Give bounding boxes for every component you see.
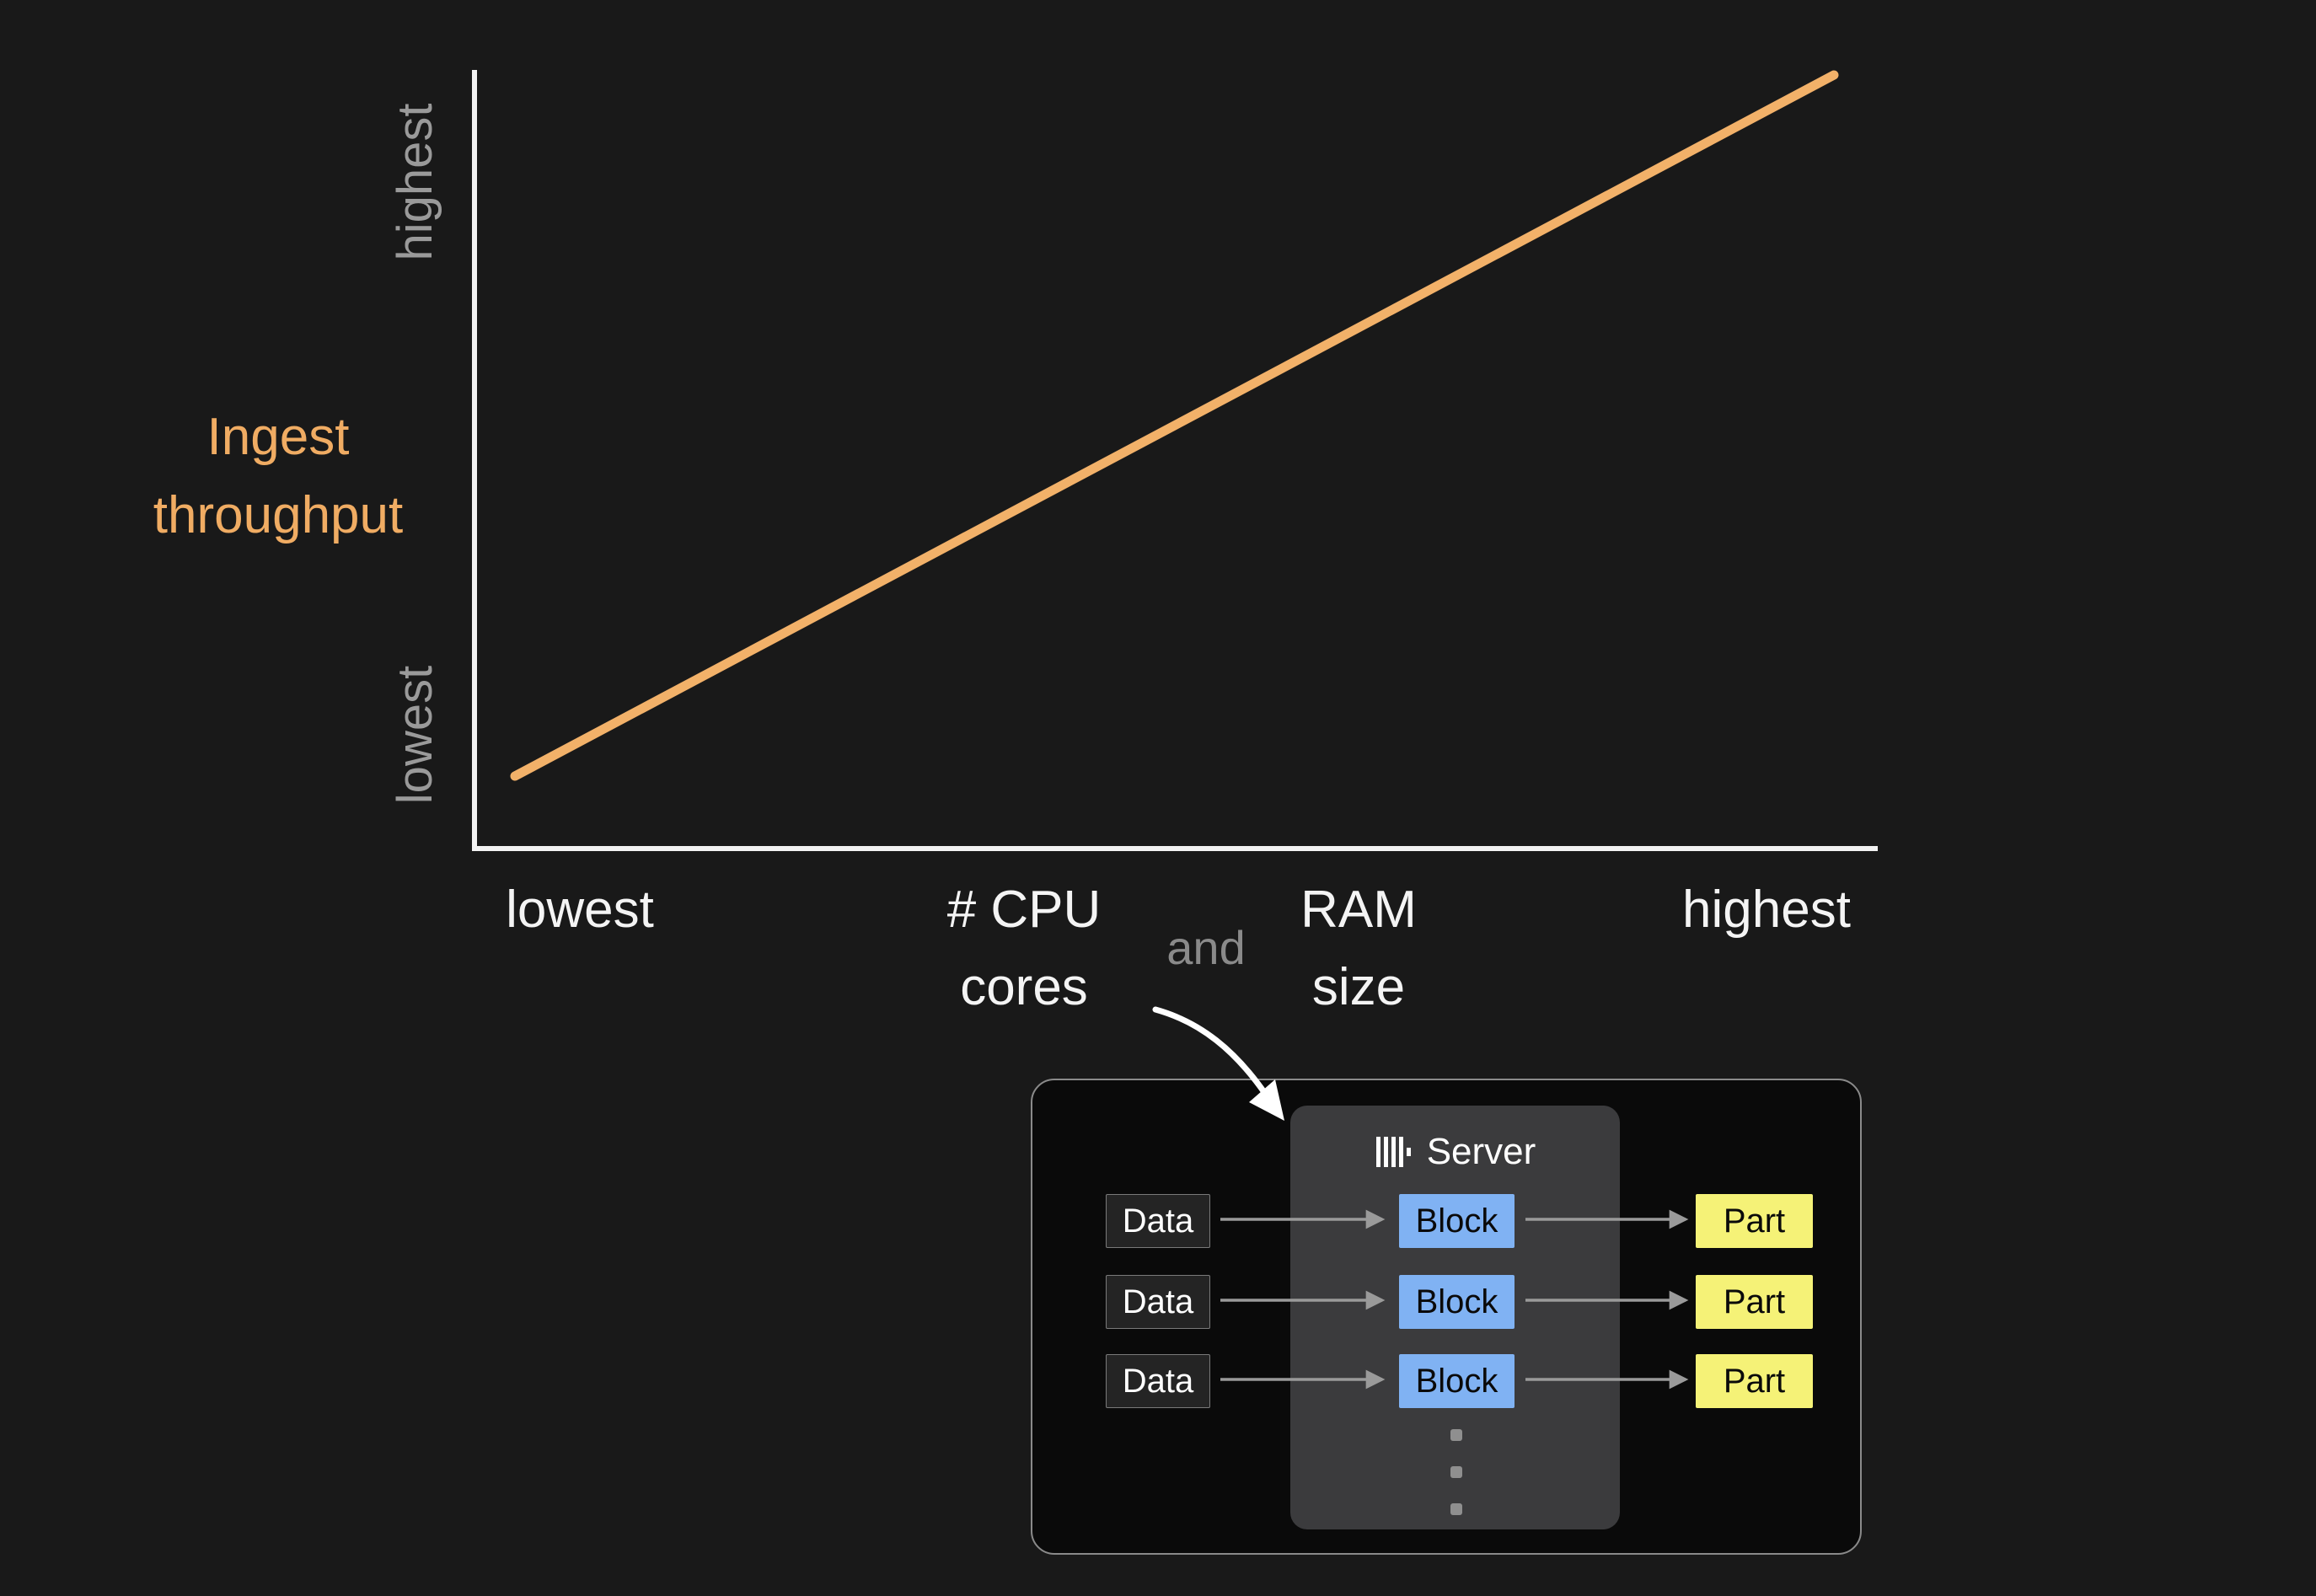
x-tick-highest: highest — [1682, 881, 1851, 939]
block-node: Block — [1399, 1275, 1515, 1329]
block-node: Block — [1399, 1194, 1515, 1248]
server-header: Server — [1290, 1131, 1620, 1173]
x-tick-lowest: lowest — [506, 881, 654, 939]
part-node: Part — [1696, 1194, 1813, 1248]
part-node: Part — [1696, 1354, 1813, 1408]
y-tick-highest: highest — [387, 103, 442, 261]
y-tick-lowest: lowest — [387, 665, 442, 805]
server-diagram-panel: Server Data Data Data Block Block Block … — [1031, 1079, 1862, 1555]
part-node: Part — [1696, 1275, 1813, 1329]
data-node: Data — [1106, 1194, 1210, 1248]
block-node: Block — [1399, 1354, 1515, 1408]
data-node: Data — [1106, 1275, 1210, 1329]
y-axis-title: Ingest throughput — [67, 398, 489, 554]
data-node: Data — [1106, 1354, 1210, 1408]
x-axis-title-ram-line2: size — [1311, 958, 1406, 1016]
ellipsis-dot — [1450, 1429, 1462, 1441]
x-axis-title-cpu-line1: # CPU — [946, 881, 1102, 939]
server-label: Server — [1426, 1131, 1536, 1172]
y-axis-title-line2: throughput — [153, 486, 404, 544]
x-axis-title-ram: RAM size — [1253, 871, 1464, 1026]
x-axis-title-cpu-line2: cores — [960, 958, 1088, 1016]
ellipsis-dot — [1450, 1503, 1462, 1515]
y-axis-title-line1: Ingest — [206, 408, 350, 466]
x-axis-title-ram-line1: RAM — [1300, 881, 1417, 939]
x-axis-title-cpu: # CPU cores — [898, 871, 1150, 1026]
clickhouse-logo-icon — [1375, 1137, 1411, 1167]
throughput-trend-line — [510, 70, 1839, 781]
x-axis-title-and: and — [1166, 921, 1246, 974]
ellipsis-dot — [1450, 1466, 1462, 1478]
